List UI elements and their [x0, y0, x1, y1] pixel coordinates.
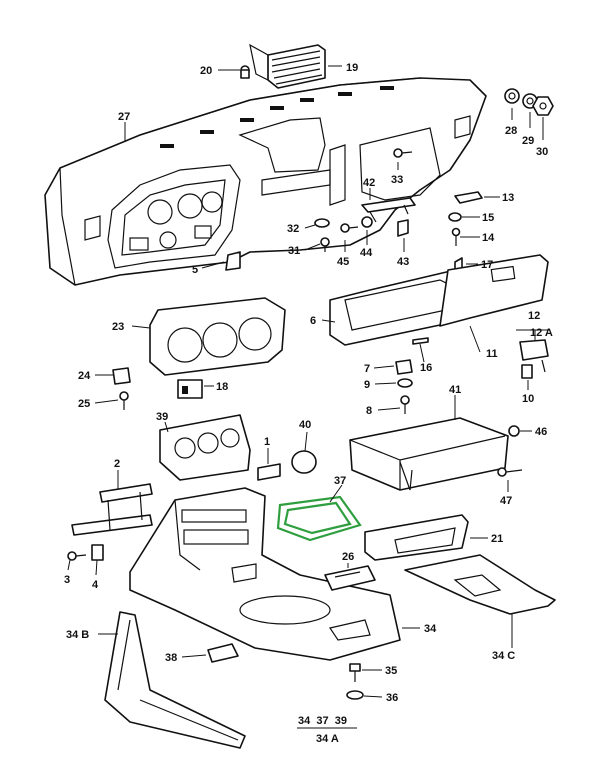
- washer-32: [314, 218, 330, 228]
- callout-37: 37: [334, 475, 346, 487]
- callout-15: 15: [482, 212, 494, 224]
- bracket-13: [454, 191, 483, 204]
- screw-3: [67, 551, 87, 561]
- screw-45: [340, 223, 359, 233]
- callout-38: 38: [165, 652, 177, 664]
- clip-43: [397, 219, 409, 237]
- callout-9: 9: [364, 379, 370, 391]
- leader-lines: [67, 65, 550, 729]
- ashtray-26: [324, 565, 376, 591]
- screw-46: [508, 425, 520, 437]
- callout-39: 39: [156, 411, 168, 423]
- callout-2: 2: [114, 458, 120, 470]
- glovebox-door: [439, 254, 549, 327]
- cap-40: [291, 450, 317, 474]
- callout-23: 23: [112, 321, 124, 333]
- callout-46: 46: [535, 426, 547, 438]
- callout-6: 6: [310, 315, 316, 327]
- clip-24: [112, 367, 131, 385]
- callout-12: 12: [528, 310, 540, 322]
- vent-grille: [249, 43, 326, 89]
- callout-36: 36: [386, 692, 398, 704]
- bracket-38: [207, 643, 239, 663]
- floor-mat-34c: [404, 554, 556, 615]
- callout-20: 20: [200, 65, 212, 77]
- console-pocket-21: [364, 514, 469, 561]
- callout-33: 33: [391, 174, 403, 186]
- callout-32: 32: [287, 223, 299, 235]
- callout-27: 27: [118, 111, 130, 123]
- callout-26: 26: [342, 551, 354, 563]
- nut-44: [361, 216, 373, 228]
- callout-41: 41: [449, 384, 461, 396]
- callout-18: 18: [216, 381, 228, 393]
- callout-7: 7: [364, 363, 370, 375]
- callout-34: 34: [424, 623, 437, 635]
- nut-28: [504, 88, 520, 104]
- screw-25: [119, 391, 129, 410]
- callout-8: 8: [366, 405, 372, 417]
- callout-25: 25: [78, 398, 90, 410]
- callout-28: 28: [505, 125, 517, 137]
- callout-10: 10: [522, 393, 534, 405]
- callout-30: 30: [536, 146, 548, 158]
- callout-17: 17: [481, 259, 493, 271]
- vent-screw: [240, 65, 250, 79]
- callout-5: 5: [192, 264, 198, 276]
- screw-14: [451, 227, 461, 246]
- callout-31: 31: [288, 245, 300, 257]
- callout-42: 42: [363, 177, 375, 189]
- screw-33: [393, 148, 413, 158]
- callout-45: 45: [337, 256, 349, 268]
- callout-44: 44: [360, 247, 373, 259]
- callout-13: 13: [502, 192, 514, 204]
- clip-5: [225, 251, 241, 271]
- washer-36: [346, 690, 364, 700]
- callout-14: 14: [482, 232, 495, 244]
- side-panel-34b: [104, 611, 246, 749]
- clip-7: [395, 359, 413, 375]
- callout-labels: 20 19 27 28 29 30 33 42 13 15 14 32 31 4…: [64, 62, 553, 745]
- clip-4: [91, 544, 104, 561]
- callout-24: 24: [78, 370, 91, 382]
- screw-47: [497, 467, 523, 477]
- callout-21: 21: [491, 533, 503, 545]
- callout-16: 16: [420, 362, 432, 374]
- assembly-items: 34 37 39: [298, 715, 347, 727]
- callout-3: 3: [64, 574, 70, 586]
- pin-16: [412, 337, 429, 345]
- switch-18: [177, 379, 203, 399]
- callout-34c: 34 C: [492, 650, 515, 662]
- storage-tray: [349, 417, 509, 491]
- bracket-1: [257, 463, 281, 481]
- callout-34b: 34 B: [66, 629, 89, 641]
- bracket-42: [361, 197, 416, 223]
- center-console: [129, 487, 401, 661]
- callout-29: 29: [522, 135, 534, 147]
- clip-15: [448, 212, 462, 222]
- callout-1: 1: [264, 436, 270, 448]
- console-face-39: [159, 414, 251, 481]
- callout-35: 35: [385, 665, 397, 677]
- dashboard-panel: [44, 77, 487, 286]
- callout-12a: 12 A: [530, 327, 553, 339]
- callout-4: 4: [92, 579, 99, 591]
- instrument-bezel: [149, 297, 286, 376]
- callout-11: 11: [486, 348, 498, 360]
- seal-37: [276, 495, 362, 542]
- nut-30: [532, 96, 554, 116]
- assembly-label: 34 A: [316, 733, 339, 745]
- support-bracket: [71, 483, 153, 536]
- callout-40: 40: [299, 419, 311, 431]
- screw-8: [400, 395, 410, 414]
- callout-47: 47: [500, 495, 512, 507]
- lock-12: [519, 339, 549, 373]
- callout-43: 43: [397, 256, 409, 268]
- screw-31: [320, 237, 330, 252]
- callout-19: 19: [346, 62, 358, 74]
- clip-10: [521, 364, 533, 379]
- washer-9: [397, 378, 413, 388]
- bolt-35: [349, 663, 361, 682]
